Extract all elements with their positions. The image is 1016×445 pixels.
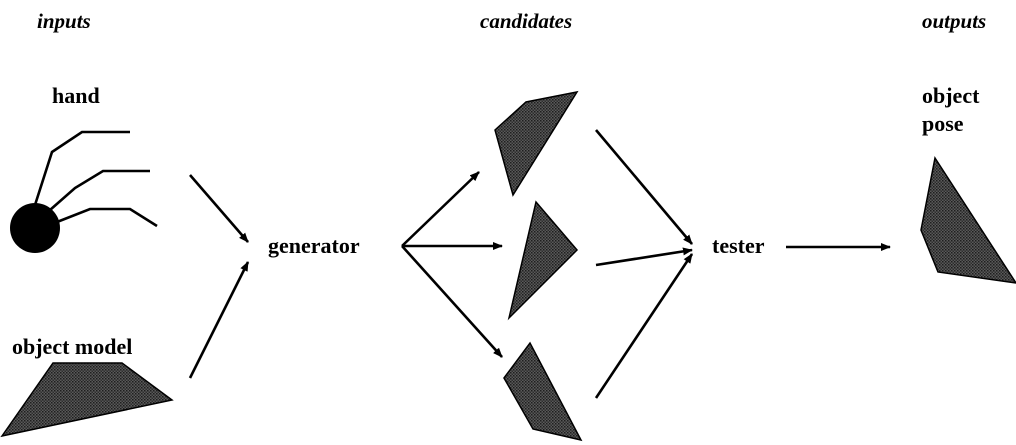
object-pose-shape (920, 156, 1016, 284)
arrow-model-to-generator (188, 261, 250, 379)
candidate-shape-3 (503, 341, 583, 442)
object-pose-label-line2: pose (922, 111, 964, 136)
object-model-shape (0, 362, 174, 438)
arrow-generator-to-candidate-3 (401, 245, 503, 358)
tester-label: tester (712, 233, 765, 258)
arrow-candidate-1-to-tester (595, 129, 693, 245)
object-model-label: object model (12, 334, 132, 359)
header-candidates: candidates (480, 9, 572, 33)
arrow-candidate-2-to-tester (595, 247, 693, 267)
object-pose-label-line1: object (922, 83, 980, 108)
arrow-hand-to-generator (189, 174, 249, 243)
candidate-shape-1 (494, 90, 579, 197)
arrow-candidate-3-to-tester (594, 253, 694, 399)
header-inputs: inputs (37, 9, 91, 33)
arrow-generator-to-candidate-1 (401, 171, 480, 247)
hand-icon (10, 130, 158, 253)
header-outputs: outputs (922, 9, 986, 33)
hand-label: hand (52, 83, 100, 108)
generator-label: generator (268, 233, 360, 258)
candidate-shape-2 (507, 200, 579, 321)
